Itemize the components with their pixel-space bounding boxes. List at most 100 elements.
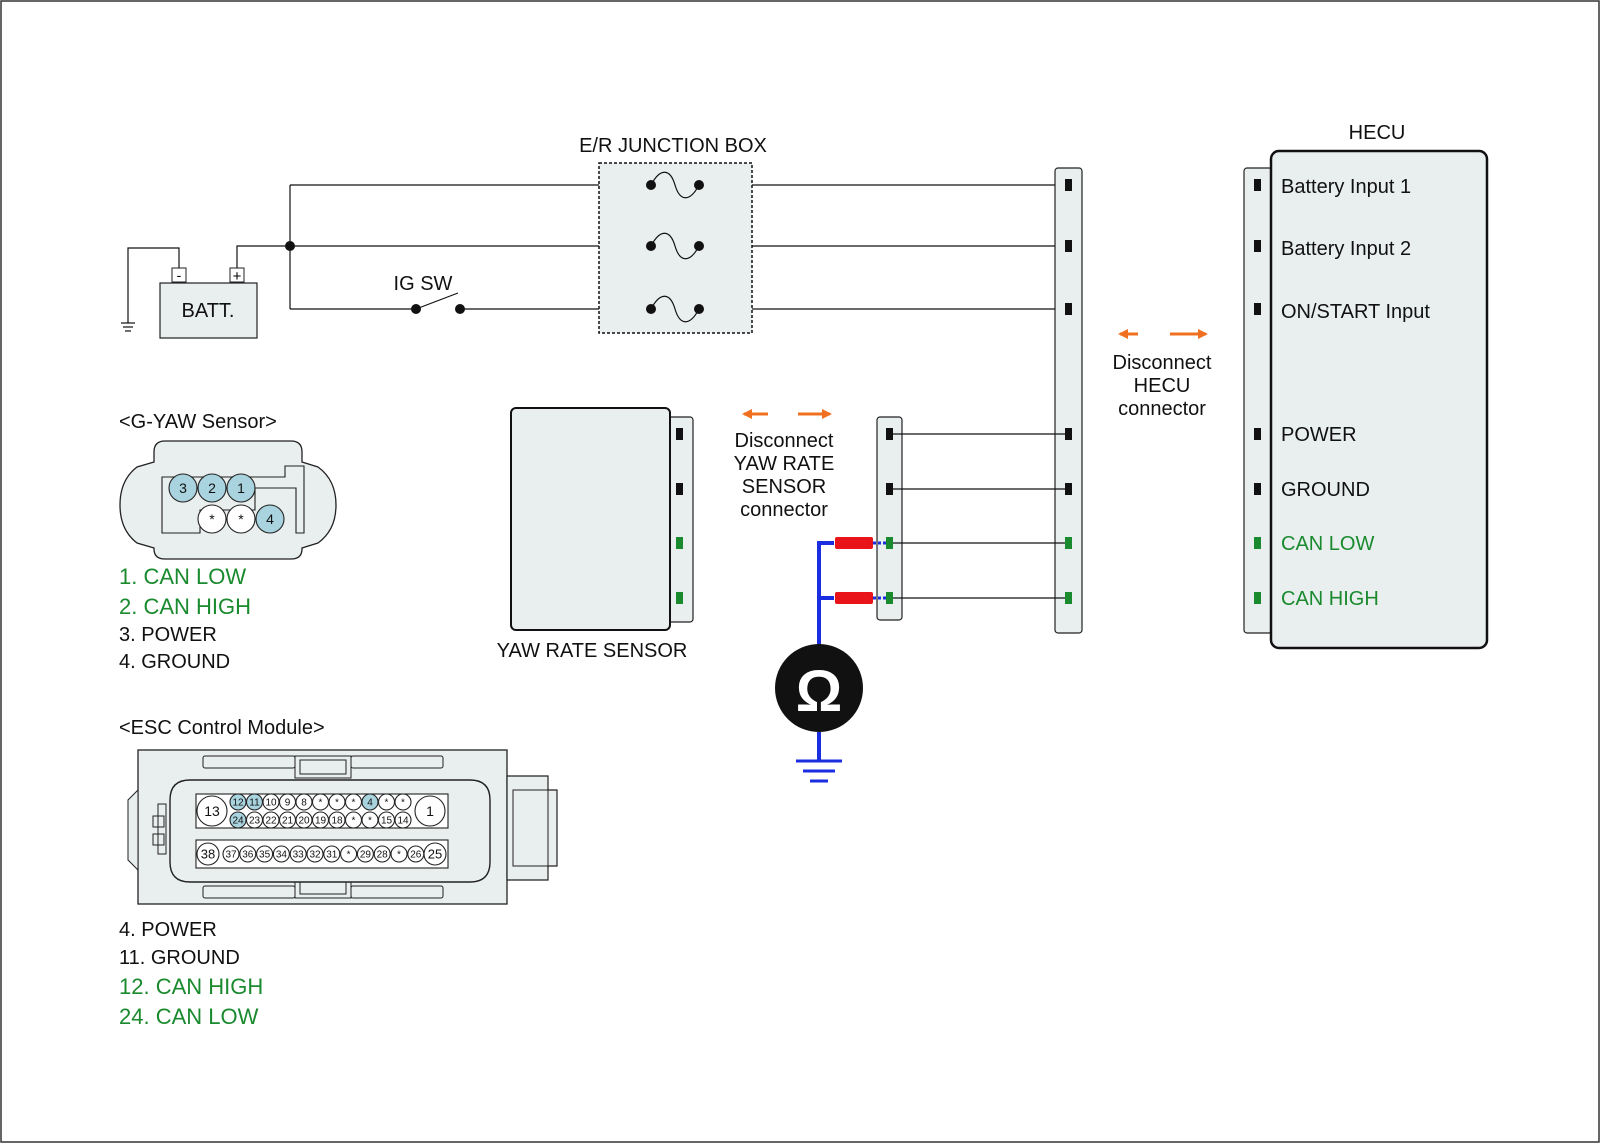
- connector-pin-number: 28: [377, 850, 389, 861]
- harness-connector: [1054, 167, 1083, 634]
- connector-pin-number: 12: [232, 798, 244, 809]
- supply-wires: [289, 184, 1068, 310]
- connector-pin: [373, 845, 391, 863]
- connector-pin-number: 3: [179, 480, 187, 496]
- connector-pin: [239, 845, 257, 863]
- gyaw-housing: [119, 440, 337, 560]
- connector-pin-number: 36: [242, 850, 254, 861]
- gyaw-legend: 1. CAN LOW 2. CAN HIGH 3. POWER 4. GROUN…: [119, 564, 251, 673]
- disconnect-hecu-line: HECU: [1134, 375, 1191, 397]
- esc-legend-item: 11. GROUND: [119, 947, 240, 969]
- connector-pin-number: *: [368, 816, 372, 827]
- hecu-pin-label: ON/START Input: [1281, 301, 1430, 323]
- connector-pin-number: *: [347, 850, 351, 861]
- connector-pin-number: 29: [360, 850, 372, 861]
- connector-pin: [414, 795, 446, 827]
- connector-pin: [407, 845, 425, 863]
- connector-pin-number: 1: [426, 803, 434, 819]
- connector-pin-number: 26: [410, 850, 422, 861]
- gyaw-legend-item: 2. CAN HIGH: [119, 594, 251, 619]
- splice-dot: [285, 241, 295, 251]
- battery-ground-icon: [121, 322, 135, 332]
- hecu: HECU Battery Input 1 Battery Input 2 ON/…: [1243, 122, 1489, 650]
- junction-box: E/R JUNCTION BOX: [579, 135, 767, 334]
- connector-pin-number: *: [335, 798, 339, 809]
- connector-pin: [197, 504, 227, 534]
- connector-pin: [323, 845, 341, 863]
- disconnect-yaw-line: Disconnect: [735, 430, 834, 452]
- connector-pin: [196, 842, 220, 866]
- hecu-pin-label: POWER: [1281, 424, 1357, 446]
- connector-pin-number: 18: [331, 816, 343, 827]
- connector-pin: [340, 845, 358, 863]
- connector-pin-number: 20: [298, 816, 310, 827]
- connector-pin: [255, 504, 285, 534]
- ohmmeter-probe: Ω: [775, 537, 886, 783]
- connector-pin-number: 19: [315, 816, 327, 827]
- probe-tip: [835, 537, 873, 549]
- connector-pin-number: *: [238, 511, 244, 527]
- connector-pin-number: 10: [265, 798, 277, 809]
- hecu-pin-label: CAN LOW: [1281, 533, 1374, 555]
- connector-pin: [394, 793, 412, 811]
- connector-pin-number: 31: [326, 850, 338, 861]
- connector-pin-number: 33: [293, 850, 305, 861]
- probe-wire-1: [817, 541, 834, 690]
- connector-pin: [197, 473, 227, 503]
- hecu-pins: [1254, 179, 1261, 604]
- connector-pin-number: 38: [201, 847, 215, 862]
- connector-pin: [289, 845, 307, 863]
- connector-pin-number: 4: [266, 511, 274, 527]
- ohm-symbol: Ω: [796, 659, 843, 724]
- connector-pin-number: 11: [249, 798, 260, 809]
- battery-positive-symbol: +: [233, 268, 242, 285]
- connector-pin-number: 24: [232, 816, 244, 827]
- hecu-connector: [1243, 167, 1273, 634]
- connector-pin: [306, 845, 324, 863]
- connector-pin-number: 25: [428, 847, 442, 862]
- connector-pin: [390, 845, 408, 863]
- hecu-pin-labels: Battery Input 1 Battery Input 2 ON/START…: [1281, 176, 1430, 610]
- connector-pin-number: *: [352, 798, 356, 809]
- connector-pin-number: 8: [301, 798, 307, 809]
- connector-pin-number: 2: [208, 480, 216, 496]
- yaw-sensor-connector: [667, 416, 694, 623]
- ig-switch-label: IG SW: [394, 273, 453, 295]
- connector-pin-number: 13: [204, 803, 220, 819]
- battery-body: [159, 282, 258, 339]
- disconnect-yaw-line: connector: [740, 499, 828, 521]
- disconnect-yaw-line: YAW RATE: [734, 453, 835, 475]
- hecu-pin-label: CAN HIGH: [1281, 588, 1379, 610]
- gyaw-legend-item: 4. GROUND: [119, 651, 230, 673]
- battery-negative-symbol: -: [177, 267, 182, 283]
- esc-legend-item: 24. CAN LOW: [119, 1004, 259, 1029]
- esc-latch: [506, 775, 558, 881]
- disconnect-hecu-line: connector: [1118, 398, 1206, 420]
- yaw-sensor-label: YAW RATE SENSOR: [497, 640, 688, 662]
- connector-pin: [168, 473, 198, 503]
- esc-title: <ESC Control Module>: [119, 717, 325, 739]
- esc-legend-item: 4. POWER: [119, 919, 217, 941]
- junction-box-title: E/R JUNCTION BOX: [579, 135, 767, 157]
- connector-pin-number: 1: [237, 480, 245, 496]
- connector-pin-number: *: [397, 850, 401, 861]
- hecu-pin-label: Battery Input 2: [1281, 238, 1411, 260]
- yaw-sensor-body: [510, 407, 671, 631]
- hecu-pin-label: GROUND: [1281, 479, 1370, 501]
- connector-pin: [356, 845, 374, 863]
- connector-pin-number: 21: [282, 816, 294, 827]
- probe-ground-icon: [796, 759, 842, 783]
- connector-pin-number: *: [352, 816, 356, 827]
- connector-pin: [226, 504, 256, 534]
- esc-legend: 4. POWER 11. GROUND 12. CAN HIGH 24. CAN…: [119, 919, 263, 1029]
- yaw-harness-pins: [886, 428, 893, 604]
- connector-pin-number: 15: [381, 816, 393, 827]
- hecu-title: HECU: [1349, 122, 1406, 144]
- connector-pin-number: *: [319, 798, 323, 809]
- disconnect-yaw-line: SENSOR: [742, 476, 826, 498]
- connector-pin-number: 35: [259, 850, 271, 861]
- connector-pin: [256, 845, 274, 863]
- disconnect-hecu-line: Disconnect: [1113, 352, 1212, 374]
